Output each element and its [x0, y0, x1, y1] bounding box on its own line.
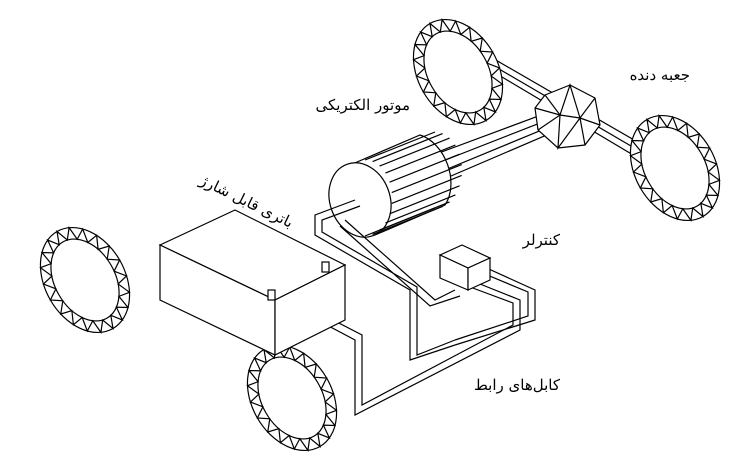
- label-controller: کنترلر: [522, 231, 561, 249]
- motor-rib: [385, 144, 456, 174]
- tire-tread: [39, 226, 131, 334]
- wheel-front-right: [246, 344, 338, 452]
- connecting-cables: [269, 199, 536, 416]
- motor-rib: [364, 207, 436, 237]
- tire-tread: [246, 344, 338, 452]
- gearbox: [534, 83, 601, 150]
- label-electric-motor: موتور الکتریکی: [315, 96, 410, 114]
- controller-box: [438, 244, 492, 291]
- wheel-front-left: [39, 226, 131, 334]
- battery-box: [158, 209, 347, 356]
- motor-rib: [364, 131, 436, 161]
- tire-tread: [412, 18, 504, 126]
- wheel-rear-left: [412, 18, 504, 126]
- motor-rib: [379, 137, 450, 167]
- motor-rib: [385, 194, 456, 224]
- wheel-rear-right: [629, 114, 721, 222]
- motor-rib: [389, 185, 460, 215]
- motor-rib: [372, 205, 443, 236]
- motor-rib: [391, 164, 462, 194]
- motor-rib: [372, 132, 443, 163]
- label-connecting-cables: کابل‌های رابط: [474, 376, 561, 394]
- tire-tread: [629, 114, 721, 222]
- electric-motor: [328, 131, 462, 238]
- motor-rib: [389, 153, 460, 183]
- label-gearbox: جعبه دنده: [630, 66, 690, 84]
- motor-rib: [391, 174, 462, 204]
